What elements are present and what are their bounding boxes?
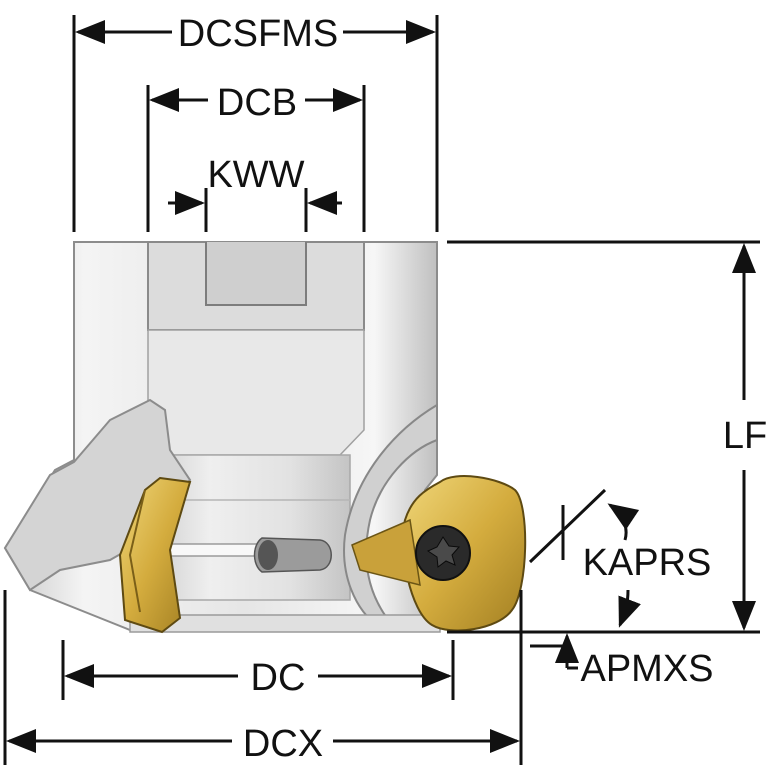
coolant-channel: [159, 543, 271, 557]
base-ring: [129, 614, 441, 633]
label-apmxs: APMXS: [580, 648, 713, 690]
right-insert: [351, 475, 527, 632]
dimensions: [3, 15, 760, 765]
slot-inner-shadow: [205, 242, 307, 306]
label-dcsfms: DCSFMS: [178, 13, 338, 55]
kaprs-arrow-lower: [618, 589, 641, 628]
label-dcb: DCB: [217, 82, 297, 124]
torx-icon: [426, 536, 461, 568]
label-dc: DC: [251, 657, 306, 699]
left-insert-edge: [128, 489, 146, 613]
cutter-body: [3, 241, 442, 633]
kaprs-ext-line: [528, 488, 607, 564]
left-insert: [118, 476, 192, 634]
insert-seat-shadow: [351, 518, 421, 587]
label-kaprs: KAPRS: [583, 542, 712, 584]
label-lf: LF: [723, 415, 767, 457]
label-kww: KWW: [207, 154, 304, 196]
label-dcx: DCX: [243, 723, 323, 765]
coolant-hole: [258, 540, 278, 570]
kaprs-arrow-upper: [607, 503, 640, 541]
dimension-labels: DCSFMS DCB KWW LF KAPRS APMXS DC DCX: [178, 13, 767, 765]
face-panel: [147, 329, 365, 456]
